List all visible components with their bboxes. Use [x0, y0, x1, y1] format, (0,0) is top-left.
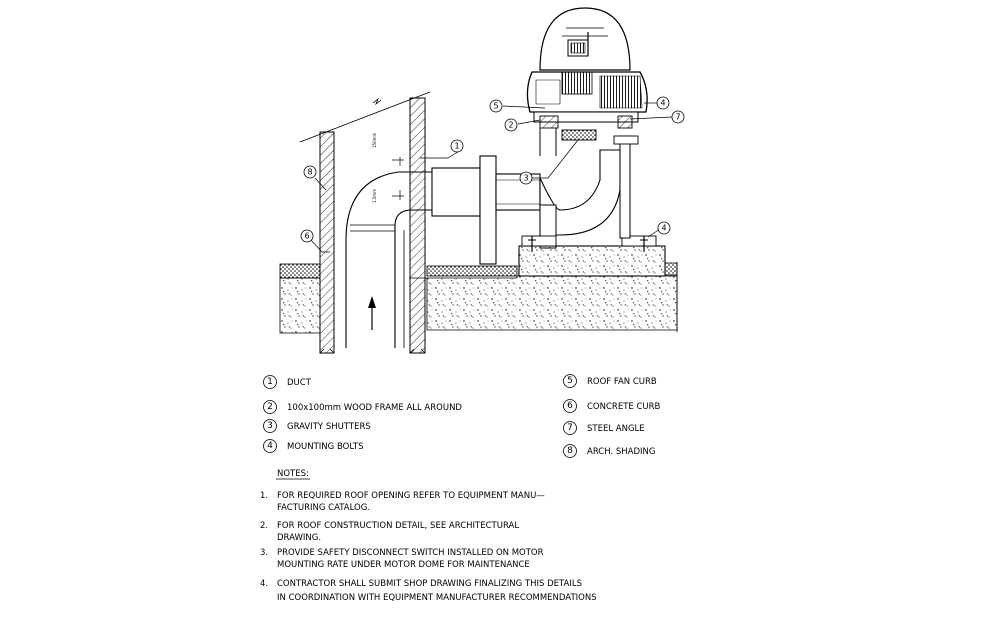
legend-item: 2 100x100mm WOOD FRAME ALL AROUND — [263, 400, 462, 414]
svg-text:FOR REQUIRED ROOF OPENING REFE: FOR REQUIRED ROOF OPENING REFER TO EQUIP… — [277, 491, 545, 501]
callout-2: 2 — [504, 118, 518, 132]
legend-item: 4 MOUNTING BOLTS — [263, 439, 363, 453]
callout-7: 7 — [671, 110, 685, 124]
horizontal-duct — [431, 149, 621, 265]
legend-item: 5 ROOF FAN CURB — [563, 374, 657, 388]
roof-slab — [279, 262, 678, 334]
legend-item: 8 ARCH. SHADING — [563, 444, 655, 458]
svg-text:5: 5 — [567, 376, 573, 386]
svg-text:5: 5 — [493, 102, 498, 111]
svg-text:4: 4 — [661, 224, 666, 233]
callout-leaders — [309, 102, 673, 253]
svg-text:6: 6 — [304, 232, 309, 241]
callout-4-bottom: 4 — [657, 221, 671, 235]
svg-text:ROOF FAN CURB: ROOF FAN CURB — [587, 377, 657, 387]
svg-text:MOUNTING BOLTS: MOUNTING BOLTS — [287, 442, 363, 452]
svg-text:8: 8 — [567, 446, 573, 456]
svg-text:2: 2 — [508, 121, 513, 130]
legend-item: 6 CONCRETE CURB — [563, 399, 661, 413]
svg-text:4.: 4. — [260, 579, 268, 589]
svg-text:3: 3 — [267, 421, 273, 431]
svg-text:6: 6 — [567, 401, 573, 411]
svg-text:IN COORDINATION WITH EQUIPMENT: IN COORDINATION WITH EQUIPMENT MANUFACTU… — [277, 593, 597, 603]
svg-text:8: 8 — [307, 168, 312, 177]
svg-text:STEEL ANGLE: STEEL ANGLE — [587, 424, 645, 434]
legend: 1 DUCT 2 100x100mm WOOD FRAME ALL AROUND… — [263, 374, 661, 458]
notes: NOTES: 1. FOR REQUIRED ROOF OPENING REFE… — [260, 469, 597, 603]
callout-4-top: 4 — [656, 96, 670, 110]
note-item: 4. CONTRACTOR SHALL SUBMIT SHOP DRAWING … — [260, 579, 597, 603]
svg-text:7: 7 — [567, 423, 573, 433]
note-item: 2. FOR ROOF CONSTRUCTION DETAIL, SEE ARC… — [260, 521, 519, 543]
svg-text:1: 1 — [454, 142, 459, 151]
svg-text:3: 3 — [523, 174, 528, 183]
svg-text:2.: 2. — [260, 521, 268, 531]
svg-text:CONCRETE CURB: CONCRETE CURB — [587, 402, 661, 412]
callout-1: 1 — [450, 139, 464, 153]
svg-text:MOUNTING RATE UNDER MOTOR DOME: MOUNTING RATE UNDER MOTOR DOME FOR MAINT… — [277, 560, 530, 570]
callout-3: 3 — [519, 171, 533, 185]
notes-title: NOTES: — [277, 469, 309, 479]
svg-text:1: 1 — [267, 377, 273, 387]
svg-text:GRAVITY SHUTTERS: GRAVITY SHUTTERS — [287, 422, 371, 432]
callout-8: 8 — [303, 165, 317, 179]
callout-6: 6 — [300, 229, 314, 243]
svg-text:FOR ROOF CONSTRUCTION DETAIL,: FOR ROOF CONSTRUCTION DETAIL, SEE ARCHIT… — [277, 521, 519, 531]
arch-shading-wall — [299, 91, 431, 354]
svg-text:1.: 1. — [260, 491, 268, 501]
svg-text:FACTURING CATALOG.: FACTURING CATALOG. — [277, 503, 370, 513]
legend-item: 7 STEEL ANGLE — [563, 421, 645, 435]
svg-text:ARCH. SHADING: ARCH. SHADING — [587, 447, 655, 457]
note-item: 1. FOR REQUIRED ROOF OPENING REFER TO EQ… — [260, 491, 545, 513]
svg-text:DUCT: DUCT — [287, 378, 312, 388]
concrete-curb — [518, 135, 666, 277]
svg-text:CONTRACTOR SHALL SUBMIT SHOP D: CONTRACTOR SHALL SUBMIT SHOP DRAWING FIN… — [277, 579, 582, 589]
duct-riser: 150mm 1.5mm — [345, 132, 432, 348]
note-item: 3. PROVIDE SAFETY DISCONNECT SWITCH INST… — [260, 548, 544, 570]
svg-text:3.: 3. — [260, 548, 268, 558]
dimension-side-text: 1.5mm — [372, 189, 377, 203]
callout-bubbles: 1 8 6 5 2 3 4 7 — [300, 96, 685, 243]
svg-text:7: 7 — [675, 113, 680, 122]
roof-fan-unit — [526, 7, 648, 156]
legend-item: 1 DUCT — [263, 375, 312, 389]
callout-5: 5 — [489, 99, 503, 113]
svg-text:2: 2 — [267, 402, 273, 412]
svg-text:4: 4 — [660, 99, 665, 108]
svg-text:DRAWING.: DRAWING. — [277, 533, 321, 543]
dimension-top-text: 150mm — [372, 132, 377, 148]
svg-text:100x100mm WOOD FRAME ALL AROUN: 100x100mm WOOD FRAME ALL AROUND — [287, 403, 462, 413]
svg-text:PROVIDE SAFETY DISCONNECT SWIT: PROVIDE SAFETY DISCONNECT SWITCH INSTALL… — [277, 548, 544, 558]
svg-text:4: 4 — [267, 441, 273, 451]
legend-item: 3 GRAVITY SHUTTERS — [263, 419, 371, 433]
